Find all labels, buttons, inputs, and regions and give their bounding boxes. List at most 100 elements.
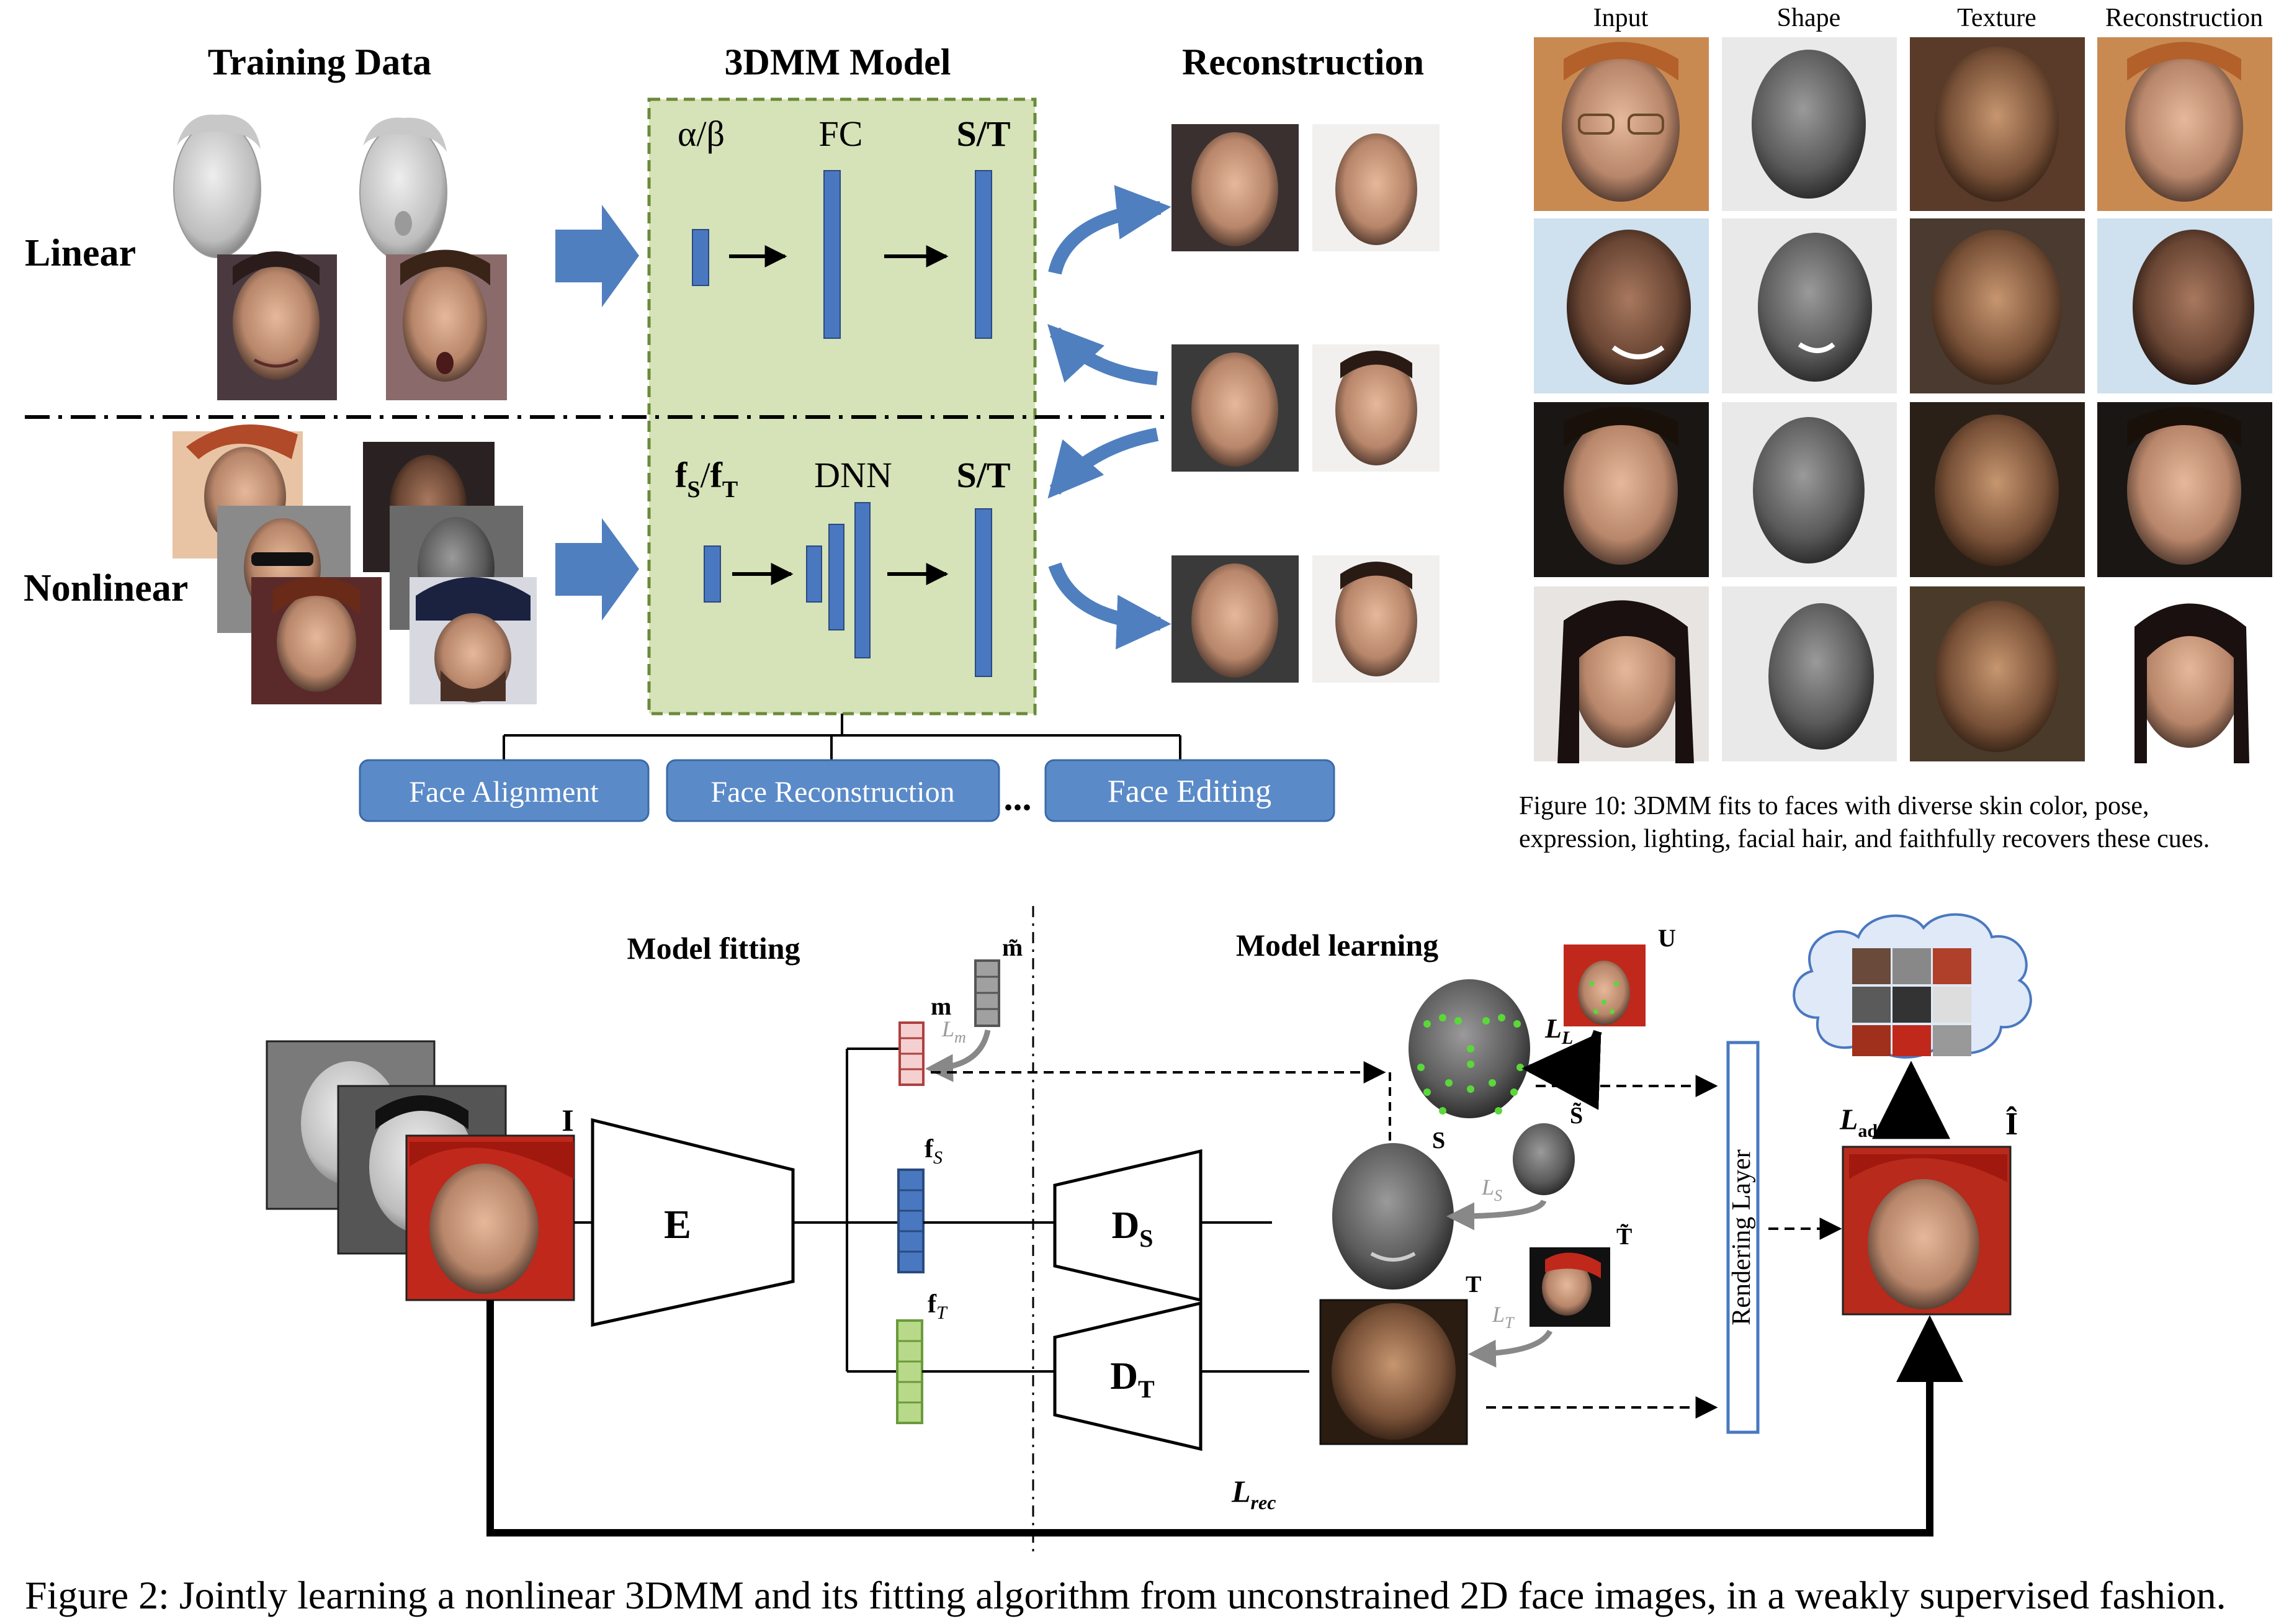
recon-linear-2a (1171, 344, 1299, 472)
model-learning-label: Model learning (1236, 928, 1438, 962)
output-image (1842, 1146, 2012, 1316)
linear-feedback-arrow (1047, 324, 1158, 385)
u-label: U (1658, 924, 1676, 952)
fig10-row-1 (1534, 37, 2272, 211)
decoder-shape-label: DS (1111, 1205, 1153, 1252)
figure-10: Input Shape Texture Reconstruction (1519, 4, 2272, 853)
lm-label: Lm (941, 1016, 966, 1046)
overview-panel: Training Data 3DMM Model Reconstruction … (24, 42, 1440, 822)
shape-s-tilde (1513, 1123, 1575, 1195)
linear-training-images (173, 114, 507, 400)
linear-model: α/β FC S/T (678, 114, 1011, 339)
fig10-row-3 (1534, 402, 2272, 577)
lrec-label: Lrec (1231, 1474, 1276, 1514)
output-label: Î (2005, 1106, 2018, 1142)
app-face-alignment-label: Face Alignment (409, 776, 599, 809)
reconstruction-images (1171, 124, 1440, 683)
nonlinear-feedback-arrow (1047, 428, 1159, 499)
ft-label: fT (928, 1290, 948, 1323)
ll-arrow (1521, 1030, 1602, 1110)
lt-label: LT (1492, 1302, 1515, 1332)
encoder-label: E (664, 1202, 691, 1247)
input-images: I (266, 1040, 575, 1301)
app-face-alignment (359, 759, 650, 822)
nonlinear-output-arrow (1048, 562, 1171, 650)
fs-vector (897, 1169, 925, 1273)
applications-ellipsis: ... (1004, 777, 1032, 818)
ladv-label: Ladv (1839, 1103, 1887, 1141)
dnn-bar-1 (806, 545, 822, 603)
col-input: Input (1593, 4, 1649, 32)
recon-nonlinear-1b (1312, 555, 1440, 683)
fig10-caption-line2: expression, lighting, facial hair, and f… (1519, 825, 2210, 853)
fs-ft-label: fS/fT (675, 455, 738, 503)
linear-input-arrow (555, 205, 639, 307)
fig10-caption-line1: Figure 10: 3DMM fits to faces with diver… (1519, 792, 2149, 820)
dnn-bar-2 (828, 524, 844, 630)
figure-2-caption: Figure 2: Jointly learning a nonlinear 3… (25, 1573, 2226, 1617)
recon-linear-1a (1171, 124, 1299, 251)
row-label-linear: Linear (25, 232, 136, 274)
reconstruction-header: Reconstruction (1182, 42, 1424, 83)
alpha-beta-bar (692, 229, 709, 286)
nonlinear-training-images (172, 424, 537, 704)
m-tilde-vector (974, 959, 1000, 1027)
st-label-nonlinear: S/T (956, 455, 1010, 495)
lt-arrow (1468, 1329, 1552, 1368)
fc-bar (823, 170, 841, 339)
ft-vector (896, 1319, 923, 1424)
col-texture: Texture (1957, 4, 2036, 32)
s-label: S (1432, 1128, 1445, 1154)
applications: Face Alignment Face Reconstruction ... F… (359, 714, 1335, 822)
t-label: T (1466, 1272, 1481, 1298)
face-photo-nl-5 (251, 577, 382, 704)
ls-arrow (1446, 1199, 1547, 1231)
linear-output-arrow (1048, 185, 1171, 275)
face-photo-nl-6 (410, 577, 537, 704)
face-photo-nl-3 (217, 506, 351, 633)
fc-label: FC (819, 114, 863, 154)
texture-t (1319, 1299, 1468, 1445)
col-reconstruction: Reconstruction (2105, 4, 2263, 32)
st-bar-nonlinear (975, 508, 992, 677)
fs-ft-bar (704, 545, 721, 603)
s-tilde-label: S̃ (1570, 1103, 1583, 1129)
ls-label: LS (1481, 1175, 1502, 1205)
app-face-editing-label: Face Editing (1108, 774, 1271, 809)
rendering-layer (1726, 1041, 1760, 1434)
face-scan-2 (359, 117, 447, 261)
st-bar-linear (975, 170, 992, 339)
ll-label: LL (1544, 1013, 1573, 1048)
landmark-photo (1564, 944, 1646, 1026)
recon-nonlinear-1a (1171, 555, 1299, 683)
recon-linear-1b (1312, 124, 1440, 251)
app-face-editing (1044, 759, 1335, 822)
model-header: 3DMM Model (725, 42, 951, 83)
m-vector (898, 1021, 925, 1086)
face-photo-linear-1 (217, 251, 337, 400)
recon-linear-2b (1312, 344, 1440, 472)
input-photo-front (405, 1134, 575, 1301)
fig10-row-2 (1534, 218, 2272, 393)
row-label-nonlinear: Nonlinear (24, 567, 188, 609)
training-data-header: Training Data (208, 42, 432, 83)
lm-arrow (925, 1029, 991, 1082)
dnn-label: DNN (814, 455, 892, 495)
fs-label: fS (925, 1135, 943, 1168)
texture-t-tilde (1530, 1247, 1610, 1327)
m-label: m (931, 992, 951, 1020)
app-face-reconstruction-label: Face Reconstruction (710, 776, 954, 809)
face-scan-1 (173, 114, 261, 258)
st-label-linear: S/T (956, 114, 1010, 154)
adversarial-cloud (1793, 913, 2032, 1059)
col-shape: Shape (1777, 4, 1841, 32)
shape-s (1332, 1143, 1454, 1290)
dnn-bar-3 (854, 502, 871, 658)
m-tilde-label: m̃ (1002, 933, 1023, 961)
decoder-texture-block (1053, 1301, 1203, 1451)
rendering-layer-label: Rendering Layer (1727, 1149, 1756, 1325)
landmark-shape (1409, 979, 1530, 1118)
input-label: I (562, 1103, 573, 1137)
alpha-beta-label: α/β (678, 114, 725, 154)
